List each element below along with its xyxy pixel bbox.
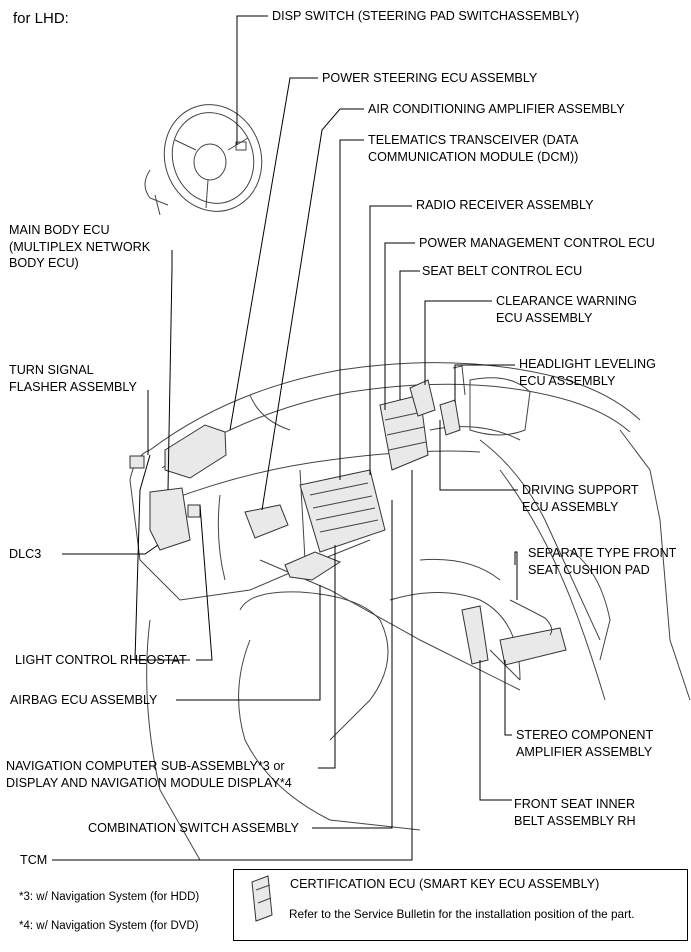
label-telematics-transceiver: TELEMATICS TRANSCEIVER (DATA COMMUNICATI…: [368, 133, 579, 164]
label-power-management-ecu: POWER MANAGEMENT CONTROL ECU: [419, 236, 655, 250]
label-tcm: TCM: [20, 853, 48, 867]
label-dlc3: DLC3: [9, 547, 42, 561]
label-clearance-warning-ecu: CLEARANCE WARNING ECU ASSEMBLY: [496, 294, 637, 325]
footnote-3: *3: w/ Navigation System (for HDD): [19, 891, 200, 903]
leader-lines: [52, 15, 518, 861]
components: [129, 365, 567, 681]
certification-ecu-icon: [251, 875, 273, 922]
label-air-conditioning-amplifier: AIR CONDITIONING AMPLIFIER ASSEMBLY: [368, 102, 625, 116]
label-headlight-leveling-ecu: HEADLIGHT LEVELING ECU ASSEMBLY: [519, 357, 656, 388]
legend-service-note: Refer to the Service Bulletin for the in…: [289, 907, 635, 921]
label-front-seat-inner-belt: FRONT SEAT INNER BELT ASSEMBLY RH: [514, 797, 636, 828]
label-main-body-ecu: MAIN BODY ECU (MULTIPLEX NETWORK BODY EC…: [9, 223, 151, 270]
steering-wheel-inset: [144, 104, 263, 216]
label-seat-belt-ecu: SEAT BELT CONTROL ECU: [422, 264, 583, 278]
legend-box: [233, 869, 688, 941]
label-combination-switch: COMBINATION SWITCH ASSEMBLY: [88, 821, 299, 835]
label-separate-type-front-seat: SEPARATE TYPE FRONT SEAT CUSHION PAD: [528, 546, 677, 577]
label-radio-receiver: RADIO RECEIVER ASSEMBLY: [416, 198, 594, 212]
legend-certification-ecu: CERTIFICATION ECU (SMART KEY ECU ASSEMBL…: [290, 877, 600, 891]
page-header: for LHD:: [13, 10, 69, 27]
label-disp-switch: DISP SWITCH (STEERING PAD SWITCHASSEMBLY…: [272, 9, 580, 23]
label-airbag-ecu: AIRBAG ECU ASSEMBLY: [10, 693, 158, 707]
label-power-steering-ecu: POWER STEERING ECU ASSEMBLY: [322, 71, 538, 85]
label-driving-support-ecu: DRIVING SUPPORT ECU ASSEMBLY: [522, 483, 639, 514]
label-turn-signal-flasher: TURN SIGNAL FLASHER ASSEMBLY: [9, 363, 137, 394]
label-light-control-rheostat: LIGHT CONTROL RHEOSTAT: [15, 653, 187, 667]
footnote-4: *4: w/ Navigation System (for DVD): [19, 920, 199, 932]
label-stereo-component-amplifier: STEREO COMPONENT AMPLIFIER ASSEMBLY: [516, 728, 654, 759]
label-navigation-computer: NAVIGATION COMPUTER SUB-ASSEMBLY*3 or DI…: [6, 759, 292, 790]
